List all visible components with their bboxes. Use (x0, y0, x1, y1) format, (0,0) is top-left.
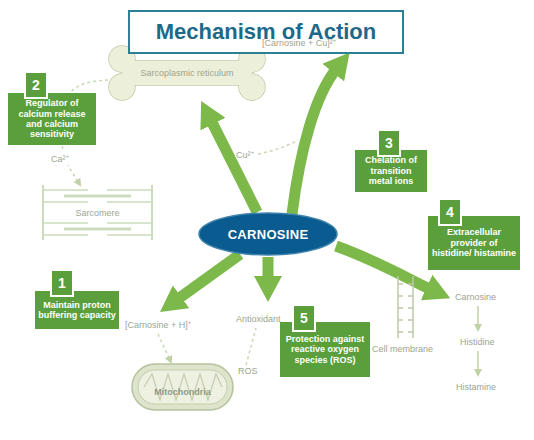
thick-arrow (176, 254, 240, 300)
connector (210, 119, 257, 212)
connector-label: [Carnosine + H]⁺ (124, 318, 192, 331)
mechanism-box: 3Chelation of transition metal ions (355, 150, 427, 192)
dashed-leader (258, 140, 298, 154)
mechanism-box: 2Regulator of calcium release and calciu… (8, 93, 96, 145)
node-text: Protection against reactive oxygen speci… (280, 334, 370, 365)
annotation-label: ROS (238, 366, 258, 376)
carnosine-ellipse: CARNOSINE (198, 212, 338, 256)
thin-arrow (477, 306, 479, 326)
annotation-label: Cell membrane (372, 344, 433, 354)
callout-number: 4 (438, 198, 462, 226)
thin-filament (43, 234, 88, 236)
z-line (151, 185, 153, 240)
mechanism-box: 4Extracellular provider of histidine/ hi… (428, 216, 520, 270)
thin-filament (107, 234, 152, 236)
membrane-tick (408, 307, 413, 309)
thin-filament (107, 222, 152, 224)
node-text: Mitochondria (154, 377, 211, 397)
annotation-label: [Carnosine + Cu]²⁺ (262, 36, 336, 49)
node-text: CARNOSINE (228, 227, 309, 242)
thin-filament (43, 201, 88, 203)
membrane-tick (408, 283, 413, 285)
bone-shaft (122, 61, 252, 85)
membrane-tick (408, 295, 413, 297)
thick-arrow (292, 68, 337, 214)
callout-number: 1 (50, 269, 74, 297)
thin-filament (43, 222, 88, 224)
thin-arrow (477, 351, 479, 371)
annotation-label: Carnosine (455, 292, 496, 302)
annotation-label: Histidine (460, 337, 495, 347)
callout-number: 3 (377, 129, 401, 157)
annotation-label: Histamine (456, 382, 496, 392)
membrane-tick (398, 331, 403, 333)
mechanism-box: 1Maintain proton buffering capacity (35, 291, 119, 329)
connector (158, 254, 240, 358)
connector-label: Ca²⁺ (50, 152, 70, 165)
thin-filament (43, 189, 88, 191)
node-text: Chelation of transition metal ions (355, 155, 427, 186)
callout-number: 2 (24, 71, 48, 99)
membrane-tick (398, 319, 403, 321)
mitochondria-shape: Mitochondria (130, 362, 235, 412)
callout-number: 5 (292, 304, 316, 332)
sarcomere-shape: Sarcomere (40, 185, 155, 240)
membrane-tick (398, 295, 403, 297)
dashed-arrow (158, 334, 169, 358)
thick-filament (64, 228, 131, 231)
mechanism-box: 5Protection against reactive oxygen spec… (280, 322, 370, 377)
thick-arrow (336, 246, 432, 290)
node-text: Sarcoplasmic reticulum (140, 68, 233, 78)
thin-filament (107, 189, 152, 191)
mito-cristae (144, 374, 222, 400)
annotation-label: Antioxidant (236, 314, 281, 324)
membrane-line (397, 276, 399, 338)
node-text: Sarcomere (75, 208, 119, 218)
membrane-tick (408, 331, 413, 333)
node-text: Maintain proton buffering capacity (35, 300, 119, 321)
membrane-tick (398, 283, 403, 285)
ellipse-outline (199, 213, 337, 255)
mito-inner (138, 370, 227, 404)
cell-membrane-symbol (398, 276, 413, 338)
membrane-tick (408, 319, 413, 321)
thin-filament (107, 201, 152, 203)
mito-outer (132, 364, 233, 410)
node-text: Extracellular provider of histidine/ his… (428, 227, 520, 258)
membrane-tick (398, 307, 403, 309)
annotation-label: Cu²⁺ (236, 148, 254, 161)
z-line (42, 185, 44, 240)
node-text: Regulator of calcium release and calcium… (8, 98, 96, 139)
thick-arrow (210, 119, 257, 212)
bone-shaft (122, 61, 252, 85)
membrane-line (412, 276, 414, 338)
dashed-leader (246, 328, 256, 365)
thick-arrow (263, 257, 274, 282)
thick-filament (64, 195, 131, 198)
